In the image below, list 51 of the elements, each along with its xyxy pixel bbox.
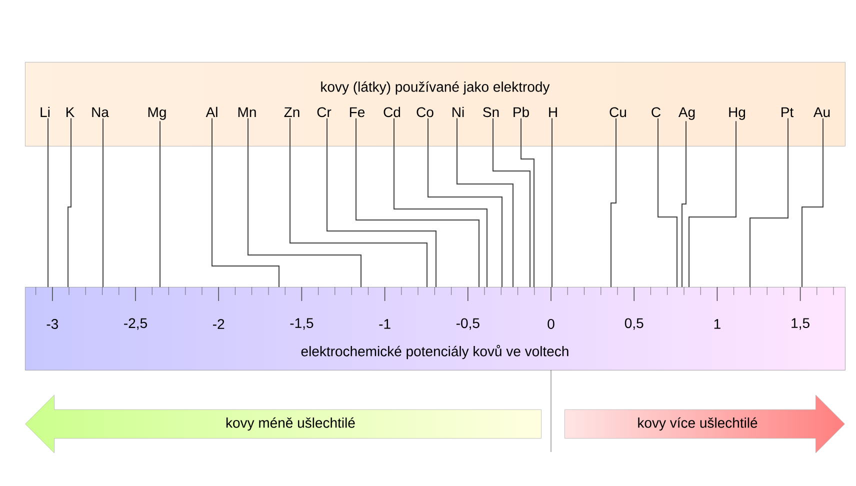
tick-label: 0: [548, 319, 554, 329]
leader-line: [248, 118, 362, 288]
tick-label: 1: [714, 319, 720, 329]
element-symbol: Mg: [148, 107, 166, 120]
leader-line: [356, 118, 480, 288]
element-symbol: Mn: [238, 107, 256, 117]
element-symbol: Ni: [452, 106, 464, 117]
leader-line: [658, 118, 678, 288]
element-symbol: Zn: [284, 107, 300, 117]
leader-line: [326, 118, 436, 288]
direction-banner: kovy více ušlechtilé: [564, 394, 845, 454]
tick-label: -3: [46, 319, 58, 329]
leader-line: [68, 118, 72, 288]
leader-line: [290, 118, 428, 288]
tick-label: -2,5: [124, 318, 147, 330]
element-symbol: Al: [206, 106, 218, 117]
element-symbol: Hg: [729, 107, 746, 120]
leader-line: [428, 118, 502, 288]
element-symbol: Pb: [514, 106, 529, 118]
leader-line: [682, 120, 686, 288]
leader-line: [802, 118, 824, 288]
tick-label: 0,5: [624, 318, 644, 330]
element-symbol: Ag: [678, 107, 695, 120]
tick-label: -0,5: [456, 318, 480, 330]
leader-line: [212, 118, 280, 288]
element-symbol: Cr: [317, 107, 332, 118]
leader-line: [102, 118, 104, 288]
tick-label: -2: [213, 319, 224, 329]
leader-line: [456, 118, 514, 288]
element-symbol: Co: [416, 107, 434, 118]
element-symbol: C: [652, 107, 661, 118]
element-symbol: Au: [813, 107, 830, 118]
tick-label: 1,5: [792, 318, 810, 330]
leader-line: [520, 118, 534, 288]
leader-line: [394, 118, 488, 288]
element-symbol: H: [549, 107, 557, 117]
tick-label: -1,5: [290, 318, 314, 330]
leader-line: [750, 118, 788, 288]
element-symbol: Pt: [782, 107, 794, 118]
element-symbol: Cu: [610, 107, 626, 118]
element-symbol: K: [66, 107, 75, 117]
element-symbol: Fe: [350, 107, 365, 118]
element-symbol: Na: [92, 107, 109, 118]
element-symbol: Cd: [384, 106, 400, 118]
leader-line: [688, 120, 736, 288]
element-symbol: Li: [40, 106, 50, 117]
tick-label: -1: [379, 319, 390, 329]
leader-line: [492, 118, 530, 288]
leader-line: [610, 118, 616, 288]
element-symbol: Sn: [483, 107, 499, 118]
direction-banner: kovy méně ušlechtilé: [25, 394, 542, 454]
